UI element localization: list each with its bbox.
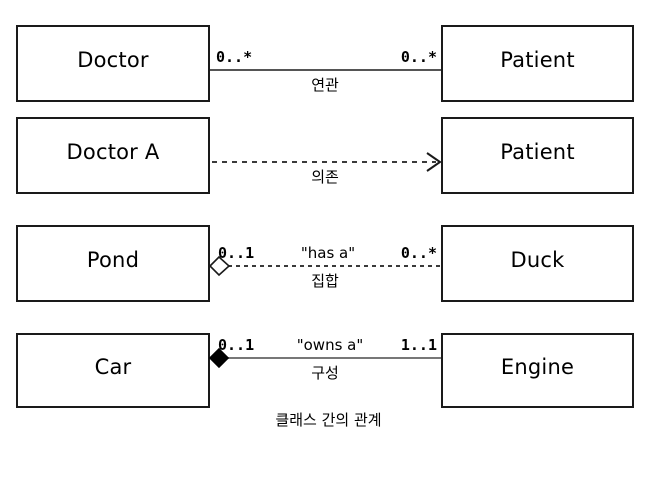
class-name-label: Car [94,354,132,379]
class-box-pond[interactable]: Pond [16,225,210,302]
class-box-duck[interactable]: Duck [441,225,634,302]
diagram-caption: 클래스 간의 관계 [275,411,382,429]
multiplicity-source-composition: 0..1 [218,336,255,354]
class-name-label: Patient [500,139,575,164]
class-box-patient-association[interactable]: Patient [441,25,634,102]
class-name-label: Engine [500,354,575,379]
class-name-label: Doctor A [66,139,160,164]
relationship-name-composition: 구성 [311,364,339,382]
class-name-label: Duck [510,247,565,272]
relationship-name-association: 연관 [311,76,339,94]
class-name-label: Pond [86,247,140,272]
class-name-label: Patient [500,47,575,72]
class-box-engine[interactable]: Engine [441,333,634,408]
class-name-label: Doctor [77,47,149,72]
relationship-stereotype-composition: "owns a" [296,336,364,354]
class-box-patient-dependency[interactable]: Patient [441,117,634,194]
multiplicity-target-aggregation: 0..* [400,244,437,262]
relationship-stereotype-aggregation: "has a" [300,244,356,262]
relationship-name-aggregation: 집합 [311,272,339,290]
open-arrowhead-icon [426,152,442,172]
multiplicity-target-composition: 1..1 [400,336,437,354]
relationship-name-dependency: 의존 [311,168,339,186]
class-box-doctor[interactable]: Doctor [16,25,210,102]
class-box-car[interactable]: Car [16,333,210,408]
multiplicity-source-association: 0..* [216,48,253,66]
multiplicity-target-association: 0..* [400,48,437,66]
class-box-doctor-a[interactable]: Doctor A [16,117,210,194]
multiplicity-source-aggregation: 0..1 [218,244,255,262]
